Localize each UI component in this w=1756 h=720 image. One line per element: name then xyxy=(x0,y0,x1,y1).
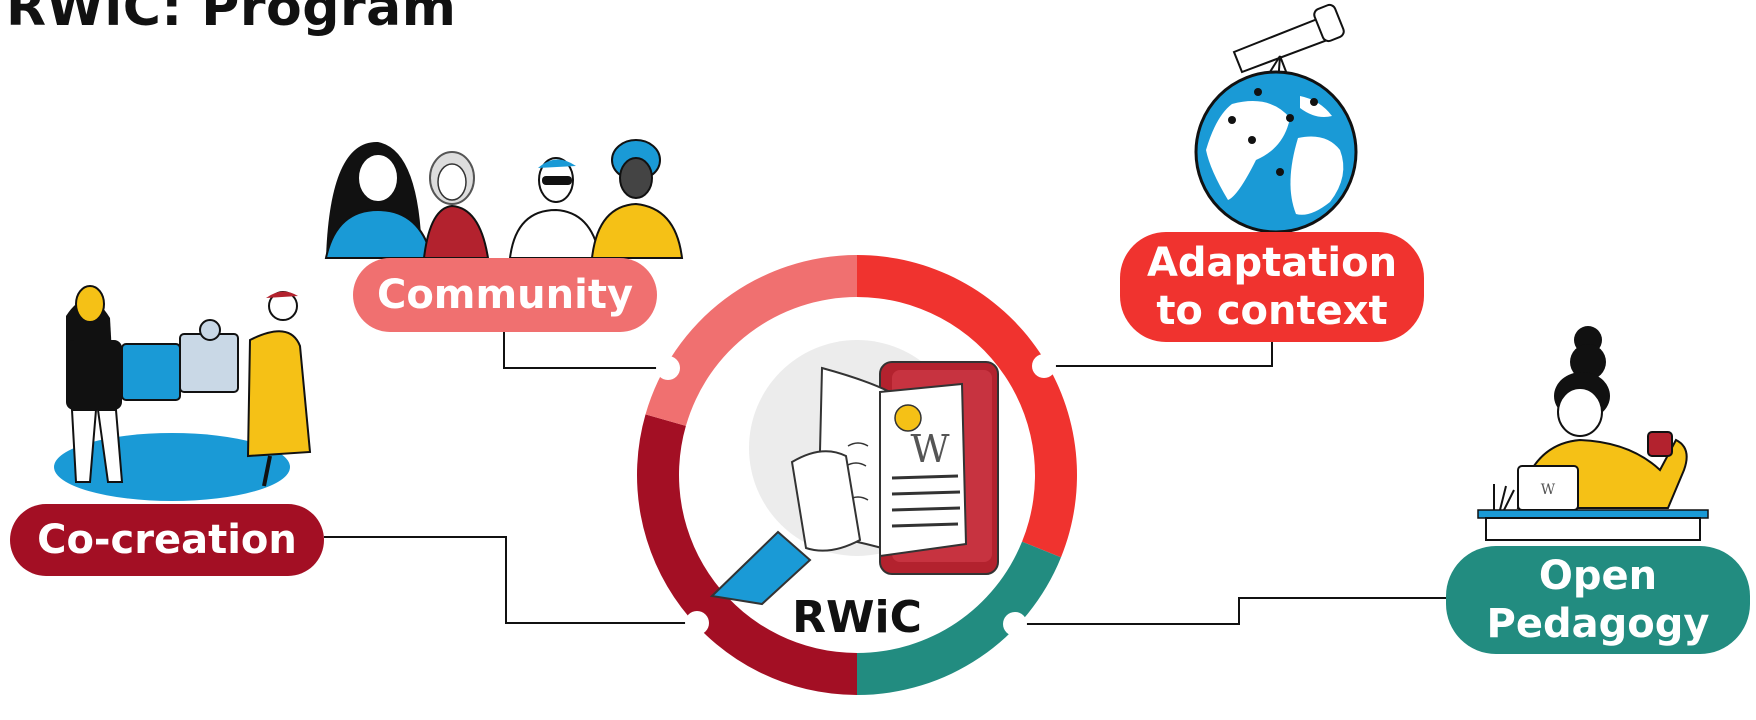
svg-text:W: W xyxy=(910,427,949,471)
dot-open xyxy=(1003,612,1027,636)
connector-open xyxy=(1015,597,1446,625)
adaptation-pill: Adaptation to context xyxy=(1120,232,1424,342)
open-pedagogy-illustration: W xyxy=(1477,326,1709,541)
dot-community xyxy=(656,356,680,380)
dot-cocreation xyxy=(685,611,709,635)
connector-adaptation xyxy=(1044,342,1273,367)
cocreation-pill: Co-creation xyxy=(10,504,324,576)
community-pill: Community xyxy=(353,258,657,332)
program-ring: RWiC xyxy=(636,255,1077,695)
community-illustration xyxy=(324,139,684,259)
center-label: RWiC xyxy=(792,592,922,643)
adaptation-illustration xyxy=(1194,3,1358,234)
connector-cocreation xyxy=(324,536,697,624)
ring-segment-cocreation xyxy=(636,414,857,695)
cocreation-illustration xyxy=(54,285,312,501)
svg-text:W: W xyxy=(1541,482,1556,498)
connector-community xyxy=(503,332,668,369)
ring-segment-adaptation xyxy=(857,255,1077,558)
connector-lines xyxy=(324,332,1446,625)
open-pedagogy-pill: Open Pedagogy xyxy=(1446,546,1750,654)
ring-dots xyxy=(656,354,1056,636)
dot-adaptation xyxy=(1032,354,1056,378)
page-title: RWiC: Program xyxy=(6,0,457,38)
ring-segment-open xyxy=(857,541,1061,695)
center-illustration: W xyxy=(709,340,999,606)
ring-segment-community xyxy=(645,255,857,426)
